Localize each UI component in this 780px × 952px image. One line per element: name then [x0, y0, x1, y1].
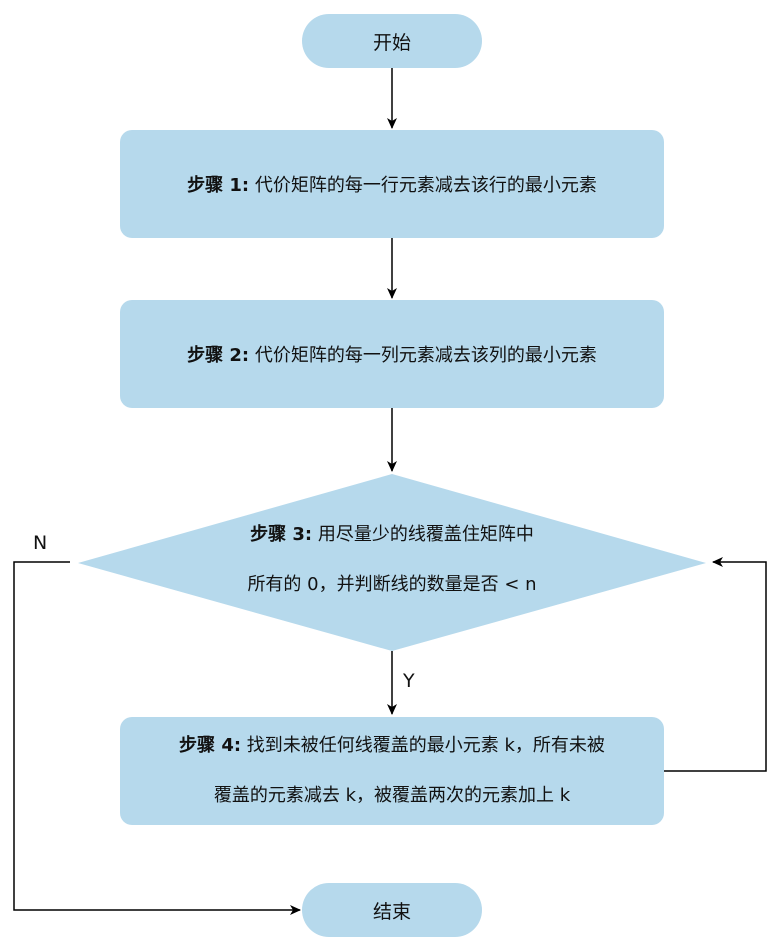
step4-node: 步骤 4: 找到未被任何线覆盖的最小元素 k，所有未被 覆盖的元素减去 k，被覆…: [120, 717, 664, 825]
step4-line1: 找到未被任何线覆盖的最小元素 k，所有未被: [246, 735, 605, 756]
step1-node: 步骤 1: 代价矩阵的每一行元素减去该行的最小元素: [120, 130, 664, 238]
yes-label: Y: [403, 670, 415, 692]
decision-diamond: [78, 474, 706, 651]
step4-head: 步骤 4:: [179, 735, 242, 756]
end-node: 结束: [302, 883, 482, 937]
step4-line2: 覆盖的元素减去 k，被覆盖两次的元素加上 k: [213, 785, 571, 806]
start-node: 开始: [302, 14, 482, 68]
arrow-step3-to-end-no: [13, 561, 301, 915]
step2-text: 代价矩阵的每一列元素减去该列的最小元素: [254, 345, 597, 366]
step1-head: 步骤 1:: [187, 175, 250, 196]
step3-line2: 所有的 0，并判断线的数量是否 < n: [247, 574, 537, 595]
step3-text-block: 步骤 3: 用尽量少的线覆盖住矩阵中 所有的 0，并判断线的数量是否 < n: [192, 520, 592, 600]
arrow-step4-loop-back: [663, 557, 767, 772]
start-label: 开始: [372, 31, 411, 54]
end-label: 结束: [372, 900, 411, 923]
no-label: N: [33, 532, 48, 554]
step2-head: 步骤 2:: [187, 345, 250, 366]
step1-text: 代价矩阵的每一行元素减去该行的最小元素: [254, 175, 597, 196]
step3-head: 步骤 3:: [250, 524, 313, 545]
step2-node: 步骤 2: 代价矩阵的每一列元素减去该列的最小元素: [120, 300, 664, 408]
step3-line1: 用尽量少的线覆盖住矩阵中: [317, 524, 534, 545]
